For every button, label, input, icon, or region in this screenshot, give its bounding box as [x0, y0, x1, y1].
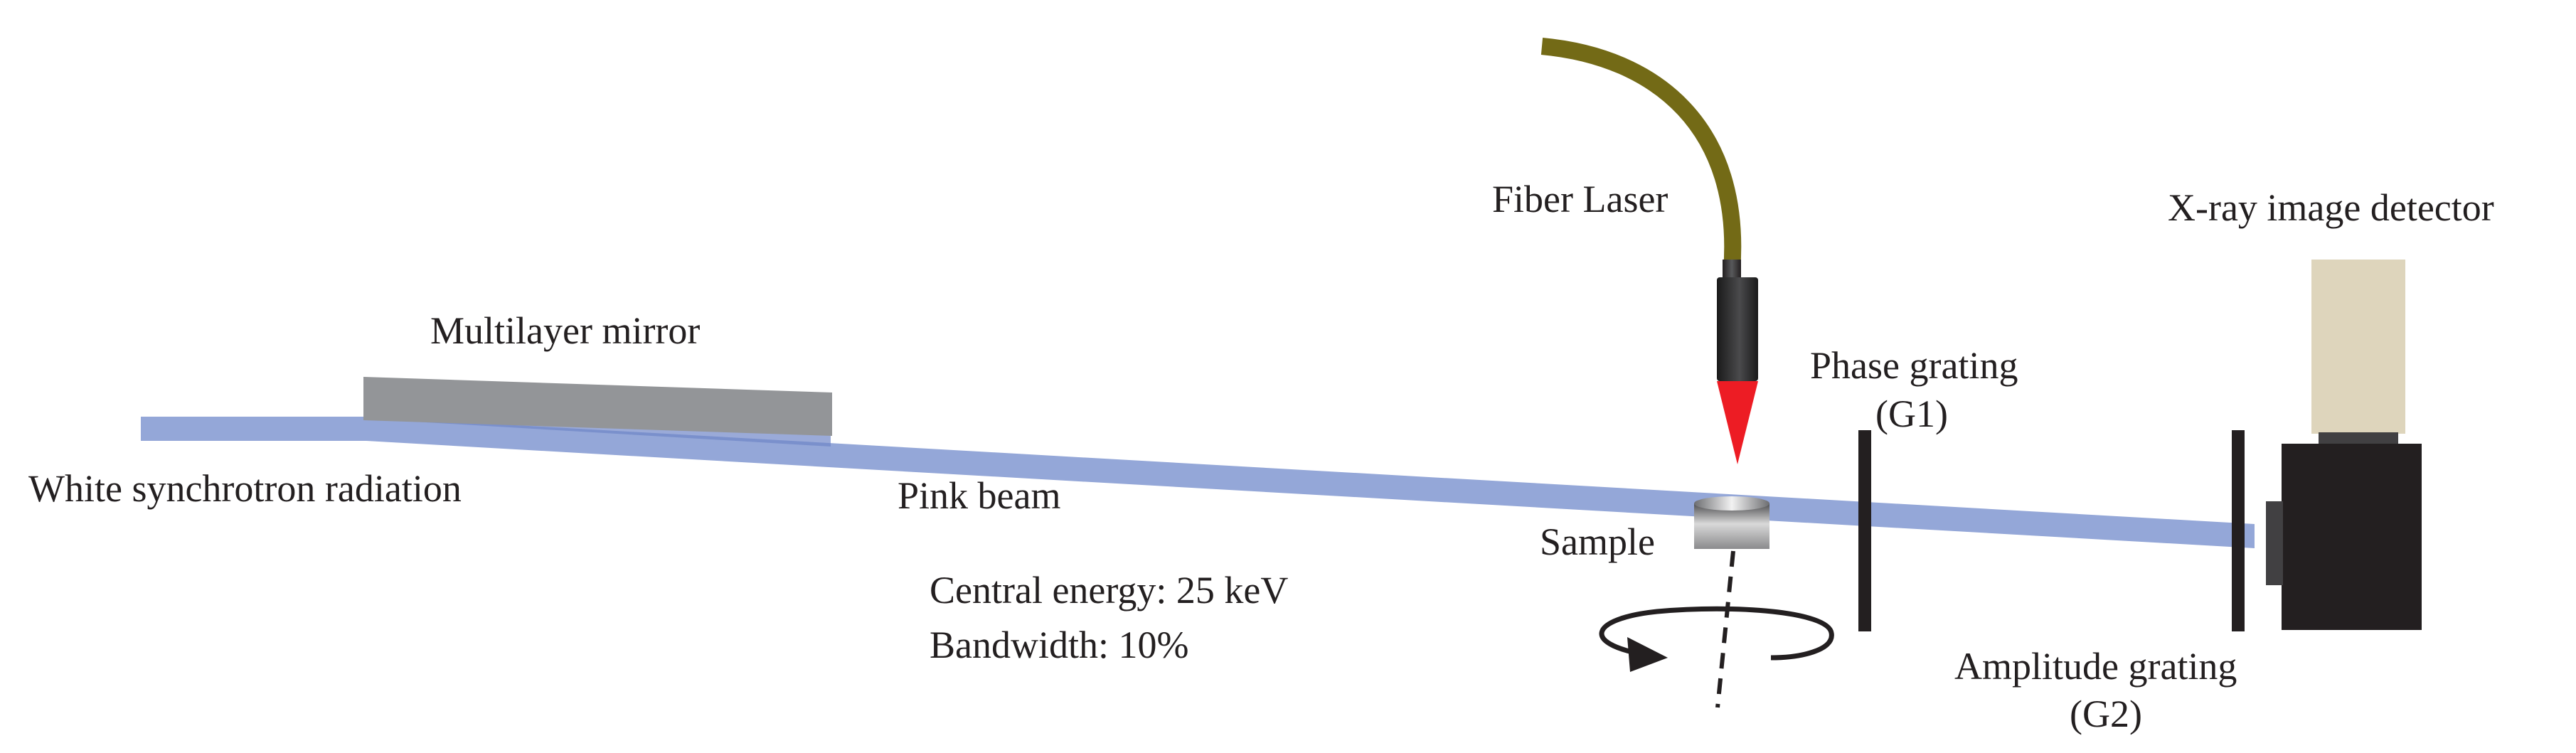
detector-body: [2282, 444, 2422, 630]
label-fiber-laser: Fiber Laser: [1492, 178, 1668, 220]
rotation-arrow: [1599, 606, 1834, 661]
fiber-laser-body: [1717, 277, 1758, 381]
fiber-laser-head: [1723, 260, 1741, 278]
phase-grating: [1858, 430, 1871, 631]
label-amplitude-grating: Amplitude grating: [1954, 645, 2237, 688]
detector-sensor: [2311, 260, 2405, 434]
detector-lens: [2266, 501, 2283, 585]
rotation-arrow-head: [1627, 637, 1668, 672]
sample-top: [1694, 496, 1769, 511]
label-amplitude-grating-code: (G2): [2070, 693, 2142, 735]
label-phase-grating-code: (G1): [1875, 392, 1948, 435]
label-xray-detector: X-ray image detector: [2168, 186, 2494, 229]
label-white-radiation: White synchrotron radiation: [28, 467, 462, 510]
fiber-cable: [1540, 38, 1742, 271]
label-phase-grating: Phase grating: [1810, 344, 2018, 387]
amplitude-grating: [2232, 430, 2245, 631]
multilayer-mirror: [363, 377, 832, 436]
label-central-energy: Central energy: 25 keV: [930, 569, 1288, 612]
label-sample: Sample: [1540, 520, 1655, 563]
white-radiation-beam: [141, 417, 366, 441]
label-bandwidth: Bandwidth: 10%: [930, 624, 1188, 666]
label-multilayer-mirror: Multilayer mirror: [430, 309, 700, 352]
rotation-axis: [1715, 550, 1735, 708]
sample: [1694, 503, 1769, 549]
detector-neck: [2319, 432, 2398, 445]
laser-beam: [1717, 381, 1758, 464]
pink-beam: [366, 417, 2255, 548]
label-pink-beam: Pink beam: [898, 474, 1060, 517]
